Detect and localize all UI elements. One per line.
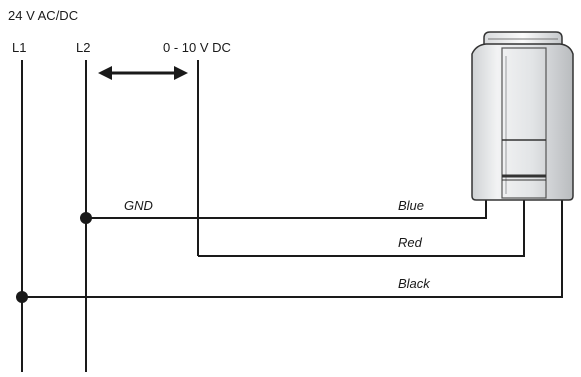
l2-junction-dot bbox=[80, 212, 92, 224]
signal-terminal-label: 0 - 10 V DC bbox=[163, 40, 231, 55]
l1-junction-dot bbox=[16, 291, 28, 303]
red-wire-label: Red bbox=[398, 235, 423, 250]
actuator-icon bbox=[471, 31, 574, 201]
blue-wire-label: Blue bbox=[398, 198, 424, 213]
terminal-l1-label: L1 bbox=[12, 40, 26, 55]
black-wire bbox=[22, 200, 563, 298]
terminal-l2-label: L2 bbox=[76, 40, 90, 55]
red-wire bbox=[198, 200, 525, 257]
gnd-label: GND bbox=[124, 198, 153, 213]
double-arrow-icon bbox=[98, 66, 188, 80]
supply-label: 24 V AC/DC bbox=[8, 8, 78, 23]
blue-wire bbox=[86, 200, 487, 219]
black-wire-label: Black bbox=[398, 276, 431, 291]
